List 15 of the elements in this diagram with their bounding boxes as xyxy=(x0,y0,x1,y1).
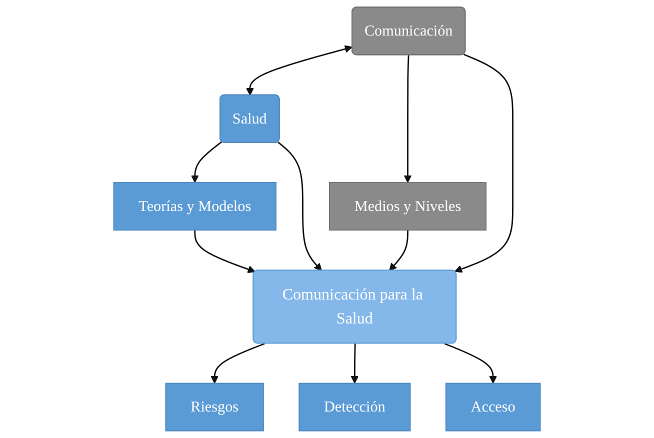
arrow xyxy=(190,141,222,183)
arrow xyxy=(454,54,514,273)
node-box: Detección xyxy=(298,382,411,432)
arrow xyxy=(277,142,322,271)
node-box: Acceso xyxy=(445,382,541,432)
arrow xyxy=(194,230,256,274)
arrow xyxy=(404,55,412,183)
arrow xyxy=(389,230,408,271)
node-box: Medios y Niveles xyxy=(328,182,486,231)
arrow xyxy=(246,45,352,96)
node-box: Teorías y Modelos xyxy=(113,182,276,231)
node-box: Riesgos xyxy=(165,382,264,432)
arrow xyxy=(210,342,265,384)
arrow xyxy=(444,342,497,384)
arrow xyxy=(350,344,359,384)
